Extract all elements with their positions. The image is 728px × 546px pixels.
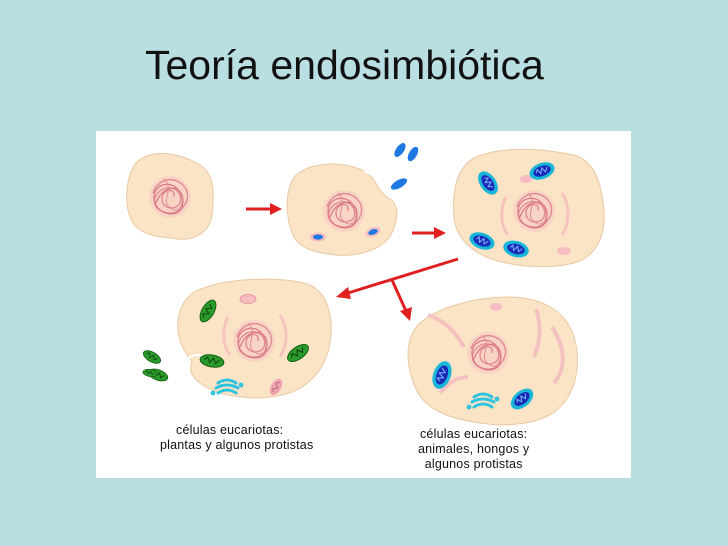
arrow-right-2 [412, 227, 446, 239]
caption-animal-line2: animales, hongos y [418, 442, 530, 456]
slide-title: Teoría endosimbiótica [145, 42, 544, 88]
arrow-branch [336, 257, 459, 321]
diagram-figure: células eucariotas: plantas y algunos pr… [96, 131, 631, 478]
caption-plant-line1: células eucariotas: [176, 423, 284, 437]
free-bacteria [390, 143, 419, 190]
caption-animal-line1: células eucariotas: [419, 427, 528, 441]
cell-engulfing-bacteria [286, 163, 398, 256]
caption-plant-cells: células eucariotas: plantas y algunos pr… [160, 423, 313, 453]
cell-plant [177, 278, 332, 399]
caption-animal-cells: células eucariotas: animales, hongos y a… [418, 427, 529, 472]
cell-animal [407, 296, 578, 426]
cell-primitive [126, 153, 214, 240]
free-chloroplasts [140, 347, 170, 384]
caption-animal-line3: algunos protistas [424, 457, 523, 471]
endosymbiosis-diagram [126, 143, 605, 426]
arrow-right-1 [246, 203, 282, 215]
caption-plant-line2: plantas y algunos protistas [160, 438, 314, 452]
cell-with-mitochondria [453, 148, 605, 268]
